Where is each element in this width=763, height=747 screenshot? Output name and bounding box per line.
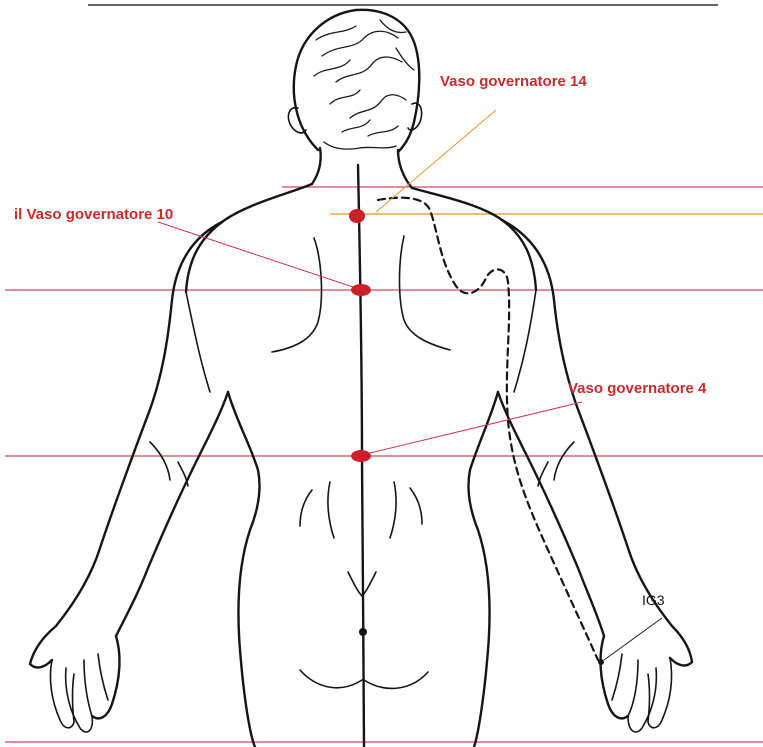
leader-gv4 <box>366 402 582 454</box>
acupuncture-points <box>349 209 604 665</box>
label-gv10: il Vaso governatore 10 <box>14 206 173 223</box>
leader-gv14 <box>376 110 496 212</box>
label-gv4: Vaso governatore 4 <box>568 380 707 397</box>
point-gv10 <box>351 284 371 296</box>
label-ig3: IG3 <box>642 592 665 608</box>
leader-ig3 <box>604 618 662 660</box>
point-gv4 <box>351 450 371 462</box>
head <box>288 10 421 152</box>
neck <box>312 148 412 188</box>
point-gv14 <box>349 209 365 223</box>
point-ig3 <box>598 659 604 665</box>
left-arm <box>30 222 228 732</box>
label-gv14: Vaso governatore 14 <box>440 73 587 90</box>
point-spine-lower <box>359 628 367 636</box>
